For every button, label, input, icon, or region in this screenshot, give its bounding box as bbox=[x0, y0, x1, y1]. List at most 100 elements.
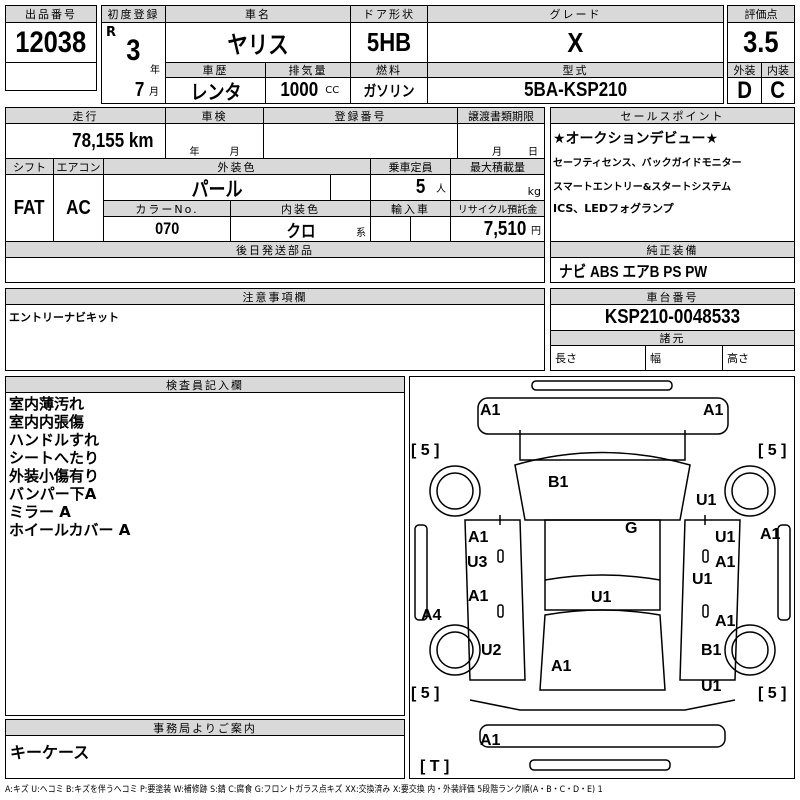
load-label: 最大積載量 bbox=[450, 158, 545, 175]
damage-mark: U2 bbox=[481, 642, 502, 659]
sales-point: セーフティセンス、バックガイドモニター bbox=[553, 158, 742, 169]
color-label: 外装色 bbox=[103, 158, 371, 175]
damage-mark: A1 bbox=[468, 588, 489, 605]
model-label: 型式 bbox=[427, 62, 724, 78]
shift: FAT bbox=[5, 174, 54, 242]
damage-mark: A1 bbox=[551, 658, 572, 675]
inspector-item: 室内薄汚れ bbox=[9, 395, 85, 413]
chassis-label: 車台番号 bbox=[550, 288, 795, 305]
chassis-number: KSP210-0048533 bbox=[550, 304, 795, 331]
displacement-label: 排気量 bbox=[265, 62, 351, 78]
first-registration-label: 初度登録 bbox=[101, 5, 166, 23]
damage-mark: A1 bbox=[703, 402, 724, 419]
damage-mark: A1 bbox=[760, 526, 781, 543]
model-code: 5BA-KSP210 bbox=[427, 77, 724, 104]
damage-mark: U1 bbox=[591, 589, 612, 606]
score-label: 評価点 bbox=[727, 5, 795, 23]
inspector-label: 検査員記入欄 bbox=[5, 376, 405, 393]
inspection-date: 年月 bbox=[165, 123, 264, 159]
car-outline bbox=[414, 380, 791, 771]
later-parts-label: 後日発送部品 bbox=[5, 241, 545, 258]
color-number-label: カラーNo. bbox=[103, 200, 231, 217]
damage-marks: A1 A1 [ 5 ] [ 5 ] B1 U1 G A1 U1 A1 U3 A1… bbox=[411, 402, 786, 775]
damage-mark: [ T ] bbox=[420, 758, 449, 775]
sales-point: スマートエントリー&スタートシステム bbox=[553, 182, 732, 193]
inspector-item: バンパー下A bbox=[9, 485, 97, 503]
door-type: 5HB bbox=[350, 22, 428, 63]
shift-label: シフト bbox=[5, 158, 54, 175]
mileage: 78,155 km bbox=[5, 123, 166, 159]
sales-points: ★オークションデビュー★ セーフティセンス、バックガイドモニター スマートエント… bbox=[550, 123, 795, 242]
damage-mark: A1 bbox=[715, 613, 736, 630]
year: 3 bbox=[126, 33, 141, 67]
exterior-label: 外装 bbox=[727, 62, 762, 78]
blank-cell bbox=[5, 62, 97, 91]
capacity-label: 乗車定員 bbox=[370, 158, 451, 175]
damage-mark: A1 bbox=[468, 529, 489, 546]
interior-color-label: 内装色 bbox=[230, 200, 371, 217]
sales-point: ★オークションデビュー★ bbox=[553, 131, 719, 147]
max-load: kg bbox=[450, 174, 545, 201]
sales-points-label: セールスポイント bbox=[550, 107, 795, 124]
sales-point: ICS、LEDフォグランプ bbox=[553, 202, 674, 215]
length: 長さ bbox=[550, 345, 646, 371]
inspector-item: シートへたり bbox=[9, 449, 100, 467]
interior-grade: C bbox=[761, 77, 795, 104]
office-label: 事務局よりご案内 bbox=[5, 719, 405, 736]
import-cell bbox=[370, 216, 411, 242]
inspection-label: 車検 bbox=[165, 107, 264, 124]
interior-color: クロ系 bbox=[230, 216, 371, 242]
damage-mark: A1 bbox=[480, 732, 501, 749]
damage-mark: [ 5 ] bbox=[411, 442, 439, 459]
inspector-item: ミラー A bbox=[9, 503, 71, 521]
grade: X bbox=[427, 22, 724, 63]
transfer-deadline-label: 譲渡書類期限 bbox=[457, 107, 545, 124]
damage-mark: A4 bbox=[421, 607, 442, 624]
damage-mark: U1 bbox=[701, 678, 722, 695]
specs-label: 諸元 bbox=[550, 330, 795, 346]
inspector-item: 室内内張傷 bbox=[9, 413, 85, 431]
grade-label: グレード bbox=[427, 5, 724, 23]
air-conditioner: AC bbox=[53, 174, 104, 242]
width: 幅 bbox=[645, 345, 723, 371]
era: R bbox=[106, 25, 117, 40]
car-name-label: 車名 bbox=[165, 5, 351, 23]
damage-mark: U3 bbox=[467, 554, 488, 571]
damage-mark: B1 bbox=[548, 474, 569, 491]
damage-mark: [ 5 ] bbox=[758, 442, 786, 459]
equipment-label: 純正装備 bbox=[550, 241, 795, 258]
first-registration-year: R 3 年 bbox=[101, 22, 166, 78]
damage-mark: A1 bbox=[480, 402, 501, 419]
history-label: 車歴 bbox=[165, 62, 266, 78]
damage-mark: G bbox=[625, 520, 637, 537]
office-text: キーケース bbox=[10, 743, 90, 762]
lot-number-label: 出品番号 bbox=[5, 5, 97, 23]
notes: エントリーナビキット bbox=[5, 304, 545, 371]
car-name: ヤリス bbox=[165, 22, 351, 63]
inspector-item: ハンドルすれ bbox=[9, 431, 100, 449]
exterior-grade: D bbox=[727, 77, 762, 104]
lot-number: 12038 bbox=[5, 22, 97, 63]
import-label: 輸入車 bbox=[370, 200, 451, 217]
equipment: ナビ ABS エアB PS PW bbox=[550, 257, 795, 283]
ac-label: エアコン bbox=[53, 158, 104, 175]
legend: A:キズ U:ヘコミ B:キズを伴うヘコミ P:要塗装 W:補修跡 S:錆 C:… bbox=[5, 785, 603, 795]
damage-mark: [ 5 ] bbox=[758, 685, 786, 702]
registration-label: 登録番号 bbox=[263, 107, 458, 124]
import-cell bbox=[410, 216, 451, 242]
inspector-item: ホイールカバー A bbox=[9, 521, 131, 539]
mileage-label: 走行 bbox=[5, 107, 166, 124]
damage-mark: U1 bbox=[696, 492, 717, 509]
note-text: エントリーナビキット bbox=[9, 311, 119, 324]
color-number: 070 bbox=[103, 216, 231, 242]
damage-diagram: A1 A1 [ 5 ] [ 5 ] B1 U1 G A1 U1 A1 U3 A1… bbox=[409, 376, 795, 779]
inspector-notes: 室内薄汚れ 室内内張傷 ハンドルすれ シートへたり 外装小傷有り バンパー下A … bbox=[5, 392, 405, 716]
history: レンタ bbox=[165, 77, 266, 104]
notes-label: 注意事項欄 bbox=[5, 288, 545, 305]
damage-mark: U1 bbox=[692, 571, 713, 588]
transfer-deadline: 月日 bbox=[457, 123, 545, 159]
